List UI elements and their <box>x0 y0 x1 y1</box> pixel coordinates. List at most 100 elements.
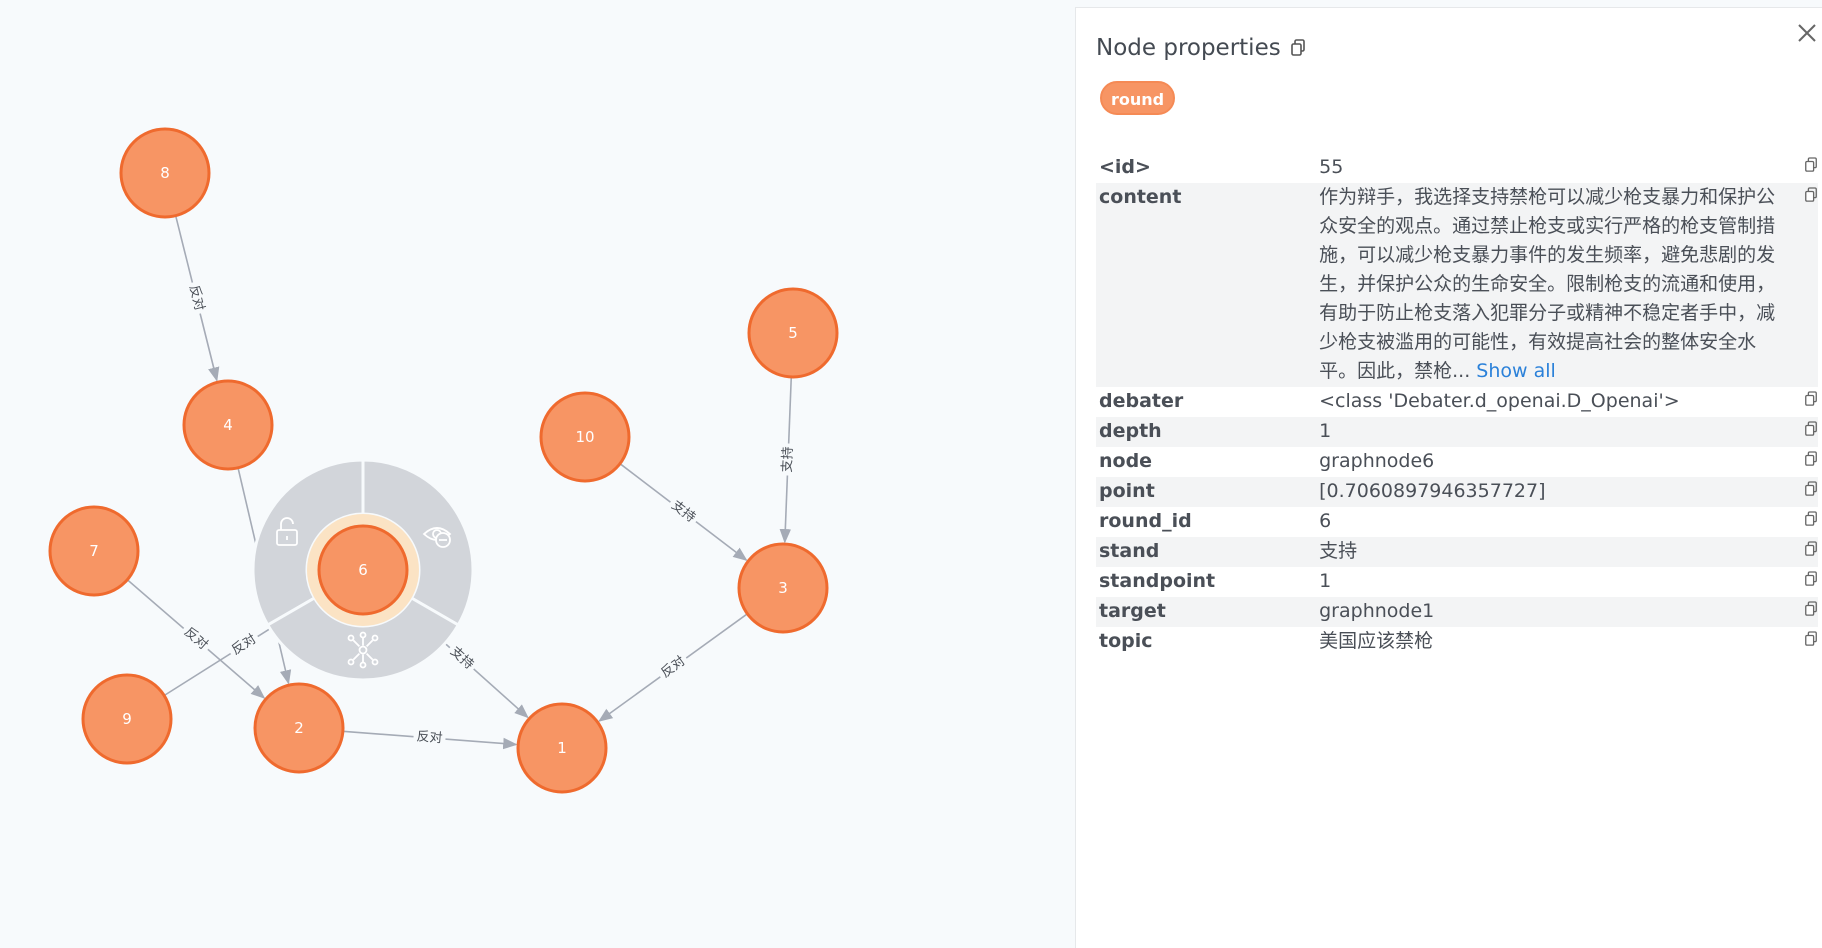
node-label-chip[interactable]: round <box>1100 81 1176 115</box>
property-key: node <box>1099 450 1153 472</box>
property-key: topic <box>1099 630 1153 652</box>
copy-icon[interactable] <box>1804 481 1818 497</box>
node-circle[interactable] <box>516 702 608 794</box>
edge-label-group: 支持 <box>665 495 702 529</box>
node-circle[interactable] <box>737 542 829 634</box>
expand-relationships-icon[interactable] <box>347 631 379 669</box>
property-key: round_id <box>1099 510 1192 532</box>
property-copy-cell <box>1789 387 1818 417</box>
edge: 反对 <box>126 579 266 699</box>
edge: 反对 <box>598 613 748 722</box>
node-circle[interactable] <box>182 379 274 471</box>
copy-icon[interactable] <box>1804 601 1818 617</box>
property-key: stand <box>1096 537 1317 567</box>
show-all-link[interactable]: Show all <box>1476 360 1556 382</box>
edge-label-group: 反对 <box>225 628 263 662</box>
graph-node[interactable]: 5 <box>747 287 839 379</box>
property-copy-cell <box>1788 183 1818 387</box>
node-circle[interactable] <box>81 673 173 765</box>
graph-node[interactable]: 1 <box>516 702 608 794</box>
property-copy-cell <box>1789 507 1818 537</box>
property-value: graphnode1 <box>1316 597 1789 627</box>
node-circle[interactable] <box>119 127 211 219</box>
node-circle[interactable] <box>539 391 631 483</box>
edge-label-bg <box>412 727 447 749</box>
property-key: content <box>1096 183 1317 387</box>
property-row: node graphnode6 <box>1096 447 1818 477</box>
property-key: <id> <box>1099 156 1151 178</box>
property-value: 6 <box>1316 507 1789 537</box>
edge-label-group: 反对 <box>177 621 214 657</box>
unlock-icon[interactable] <box>276 517 298 546</box>
property-row: debater<class 'Debater.d_openai.D_Openai… <box>1096 387 1818 417</box>
property-value: graphnode6 <box>1316 447 1789 477</box>
hide-icon[interactable] <box>422 527 452 548</box>
edge-label-bg <box>655 650 692 685</box>
copy-icon[interactable] <box>1804 511 1818 527</box>
copy-icon[interactable] <box>1290 39 1306 57</box>
property-value: 1 <box>1316 417 1789 447</box>
edge: 反对 <box>342 727 518 750</box>
node-circle[interactable] <box>747 287 839 379</box>
panel-header: Node properties <box>1096 28 1306 68</box>
property-copy-cell <box>1789 567 1818 597</box>
property-row: <id> 55 <box>1096 153 1818 183</box>
edge-label-bg <box>177 621 214 657</box>
property-key: depth <box>1096 417 1317 447</box>
copy-icon[interactable] <box>1804 391 1818 407</box>
graph-node[interactable]: 10 <box>539 391 631 483</box>
radial-menu <box>251 458 475 682</box>
property-value-text: 6 <box>1319 510 1332 532</box>
graph-node[interactable]: 4 <box>182 379 274 471</box>
edge-label-bg <box>443 640 480 676</box>
copy-icon[interactable] <box>1804 541 1818 557</box>
edge-label-group: 反对 <box>412 727 447 749</box>
edge: 反对 <box>174 215 220 382</box>
property-value: [0.7060897946357727] <box>1316 477 1789 507</box>
edge-label-group: 反对 <box>655 650 692 685</box>
edge-label: 反对 <box>186 284 207 313</box>
graph-node[interactable]: 7 <box>48 505 140 597</box>
graph-node[interactable]: 2 <box>253 682 345 774</box>
copy-icon[interactable] <box>1804 451 1818 467</box>
copy-icon[interactable] <box>1804 421 1818 437</box>
property-value: 支持 <box>1316 537 1789 567</box>
copy-icon[interactable] <box>1804 157 1818 173</box>
property-value-text: 美国应该禁枪 <box>1319 630 1434 652</box>
close-icon[interactable] <box>1796 22 1818 44</box>
node-circle[interactable] <box>317 524 409 616</box>
edge: 支持 <box>619 463 748 561</box>
property-row: round_id 6 <box>1096 507 1818 537</box>
property-value-text: [0.7060897946357727] <box>1319 480 1546 502</box>
edge-label-bg <box>225 628 263 662</box>
graph-node[interactable]: 9 <box>81 673 173 765</box>
copy-icon[interactable] <box>1804 571 1818 587</box>
graph-node[interactable]: 8 <box>119 127 211 219</box>
panel-title: Node properties <box>1096 35 1281 61</box>
property-value: <class 'Debater.d_openai.D_Openai'> <box>1316 387 1789 417</box>
property-copy-cell <box>1788 537 1818 567</box>
property-copy-cell <box>1788 597 1818 627</box>
property-value-text: 55 <box>1319 156 1344 178</box>
edge-label-bg <box>183 280 209 316</box>
property-value: 作为辩手，我选择支持禁枪可以减少枪支暴力和保护公众安全的观点。通过禁止枪支或实行… <box>1316 183 1789 387</box>
graph-node[interactable]: 3 <box>737 542 829 634</box>
node-circle[interactable] <box>253 682 345 774</box>
graph-node[interactable]: 6 <box>317 524 409 616</box>
property-value: 美国应该禁枪 <box>1316 627 1789 657</box>
node-circle[interactable] <box>48 505 140 597</box>
property-row: topic 美国应该禁枪 <box>1096 627 1818 657</box>
property-value: 55 <box>1316 153 1789 183</box>
property-row: point[0.7060897946357727] <box>1096 477 1818 507</box>
copy-icon[interactable] <box>1804 631 1818 647</box>
edge-label: 反对 <box>416 729 443 746</box>
property-key: target <box>1096 597 1317 627</box>
copy-icon[interactable] <box>1804 187 1818 203</box>
